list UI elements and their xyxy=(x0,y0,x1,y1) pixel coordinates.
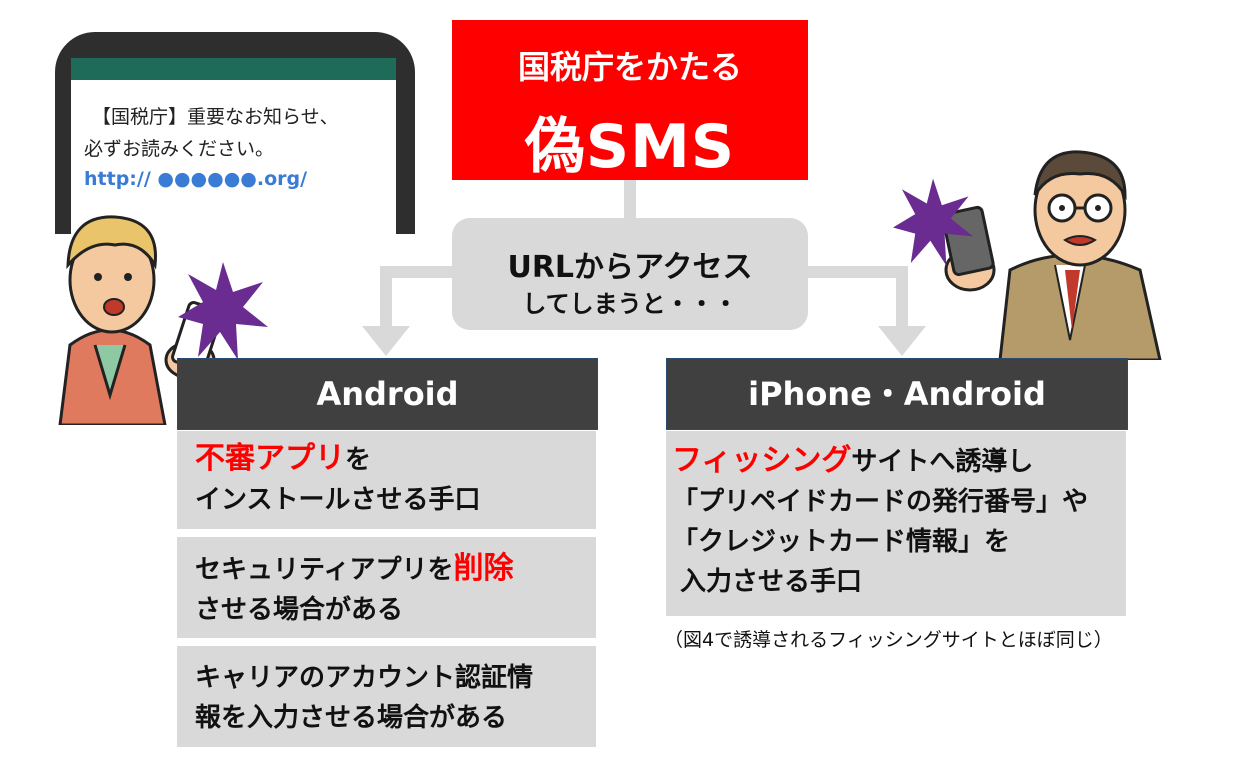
access-line-2: してしまうと・・・ xyxy=(522,290,738,318)
iphone-note: （図4で誘導されるフィッシングサイトとほぼ同じ） xyxy=(664,629,1113,651)
access-box: URLからアクセス してしまうと・・・ xyxy=(452,218,808,330)
sms-url: http:// ●●●●●●.org/ xyxy=(84,168,308,190)
surprised-man-illustration xyxy=(941,150,1162,360)
arrow-down-icon xyxy=(878,326,926,356)
android-box-1-red: 不審アプリ xyxy=(195,441,345,476)
android-box-1-rest: を xyxy=(345,445,372,475)
phone-screen xyxy=(71,80,396,240)
connector-right-horizontal xyxy=(808,266,908,278)
sms-line-1: 【国税庁】重要なお知らせ、 xyxy=(92,106,339,128)
arrow-down-icon xyxy=(362,326,410,356)
iphone-box-line-1-rest: サイトへ誘導し xyxy=(851,447,1034,477)
android-box-2: セキュリティアプリを削除 させる場合がある xyxy=(177,537,596,638)
access-line-1: URLからアクセス xyxy=(507,250,753,285)
alert-burst-icon xyxy=(893,178,973,266)
android-box-3: キャリアのアカウント認証情 報を入力させる場合がある xyxy=(177,646,596,747)
android-box-2-line-2: させる場合がある xyxy=(195,595,404,625)
iphone-box-line-4: 入力させる手口 xyxy=(680,567,863,597)
android-box-1: 不審アプリを インストールさせる手口 xyxy=(177,431,596,529)
connector-left-vertical xyxy=(380,266,392,330)
android-box-2-red: 削除 xyxy=(453,551,514,586)
connector-vertical xyxy=(624,180,636,220)
android-box-3-line-1: キャリアのアカウント認証情 xyxy=(195,663,534,693)
iphone-box-line-2: 「プリペイドカードの発行番号」や xyxy=(672,487,1089,517)
title-line-2: 偽SMS xyxy=(524,112,736,182)
android-box-3-line-2: 報を入力させる場合がある xyxy=(195,703,508,733)
phone-status-bar xyxy=(71,58,396,80)
sms-line-2: 必ずお読みください。 xyxy=(84,138,275,160)
android-box-1-line-2: インストールさせる手口 xyxy=(195,485,481,515)
android-header: Android xyxy=(177,358,598,430)
iphone-box: フィッシングサイトへ誘導し 「プリペイドカードの発行番号」や 「クレジットカード… xyxy=(666,431,1126,616)
iphone-box-red: フィッシング xyxy=(672,443,852,478)
android-box-2-pre: セキュリティアプリを xyxy=(195,555,454,585)
alert-burst-icon xyxy=(178,262,268,360)
connector-left-horizontal xyxy=(380,266,454,278)
title-line-1: 国税庁をかたる xyxy=(517,48,742,86)
title-box: 国税庁をかたる 偽SMS xyxy=(452,20,808,182)
connector-right-vertical xyxy=(896,266,908,330)
iphone-box-line-3: 「クレジットカード情報」を xyxy=(672,527,1011,557)
iphone-android-header: iPhone・Android xyxy=(666,358,1128,430)
